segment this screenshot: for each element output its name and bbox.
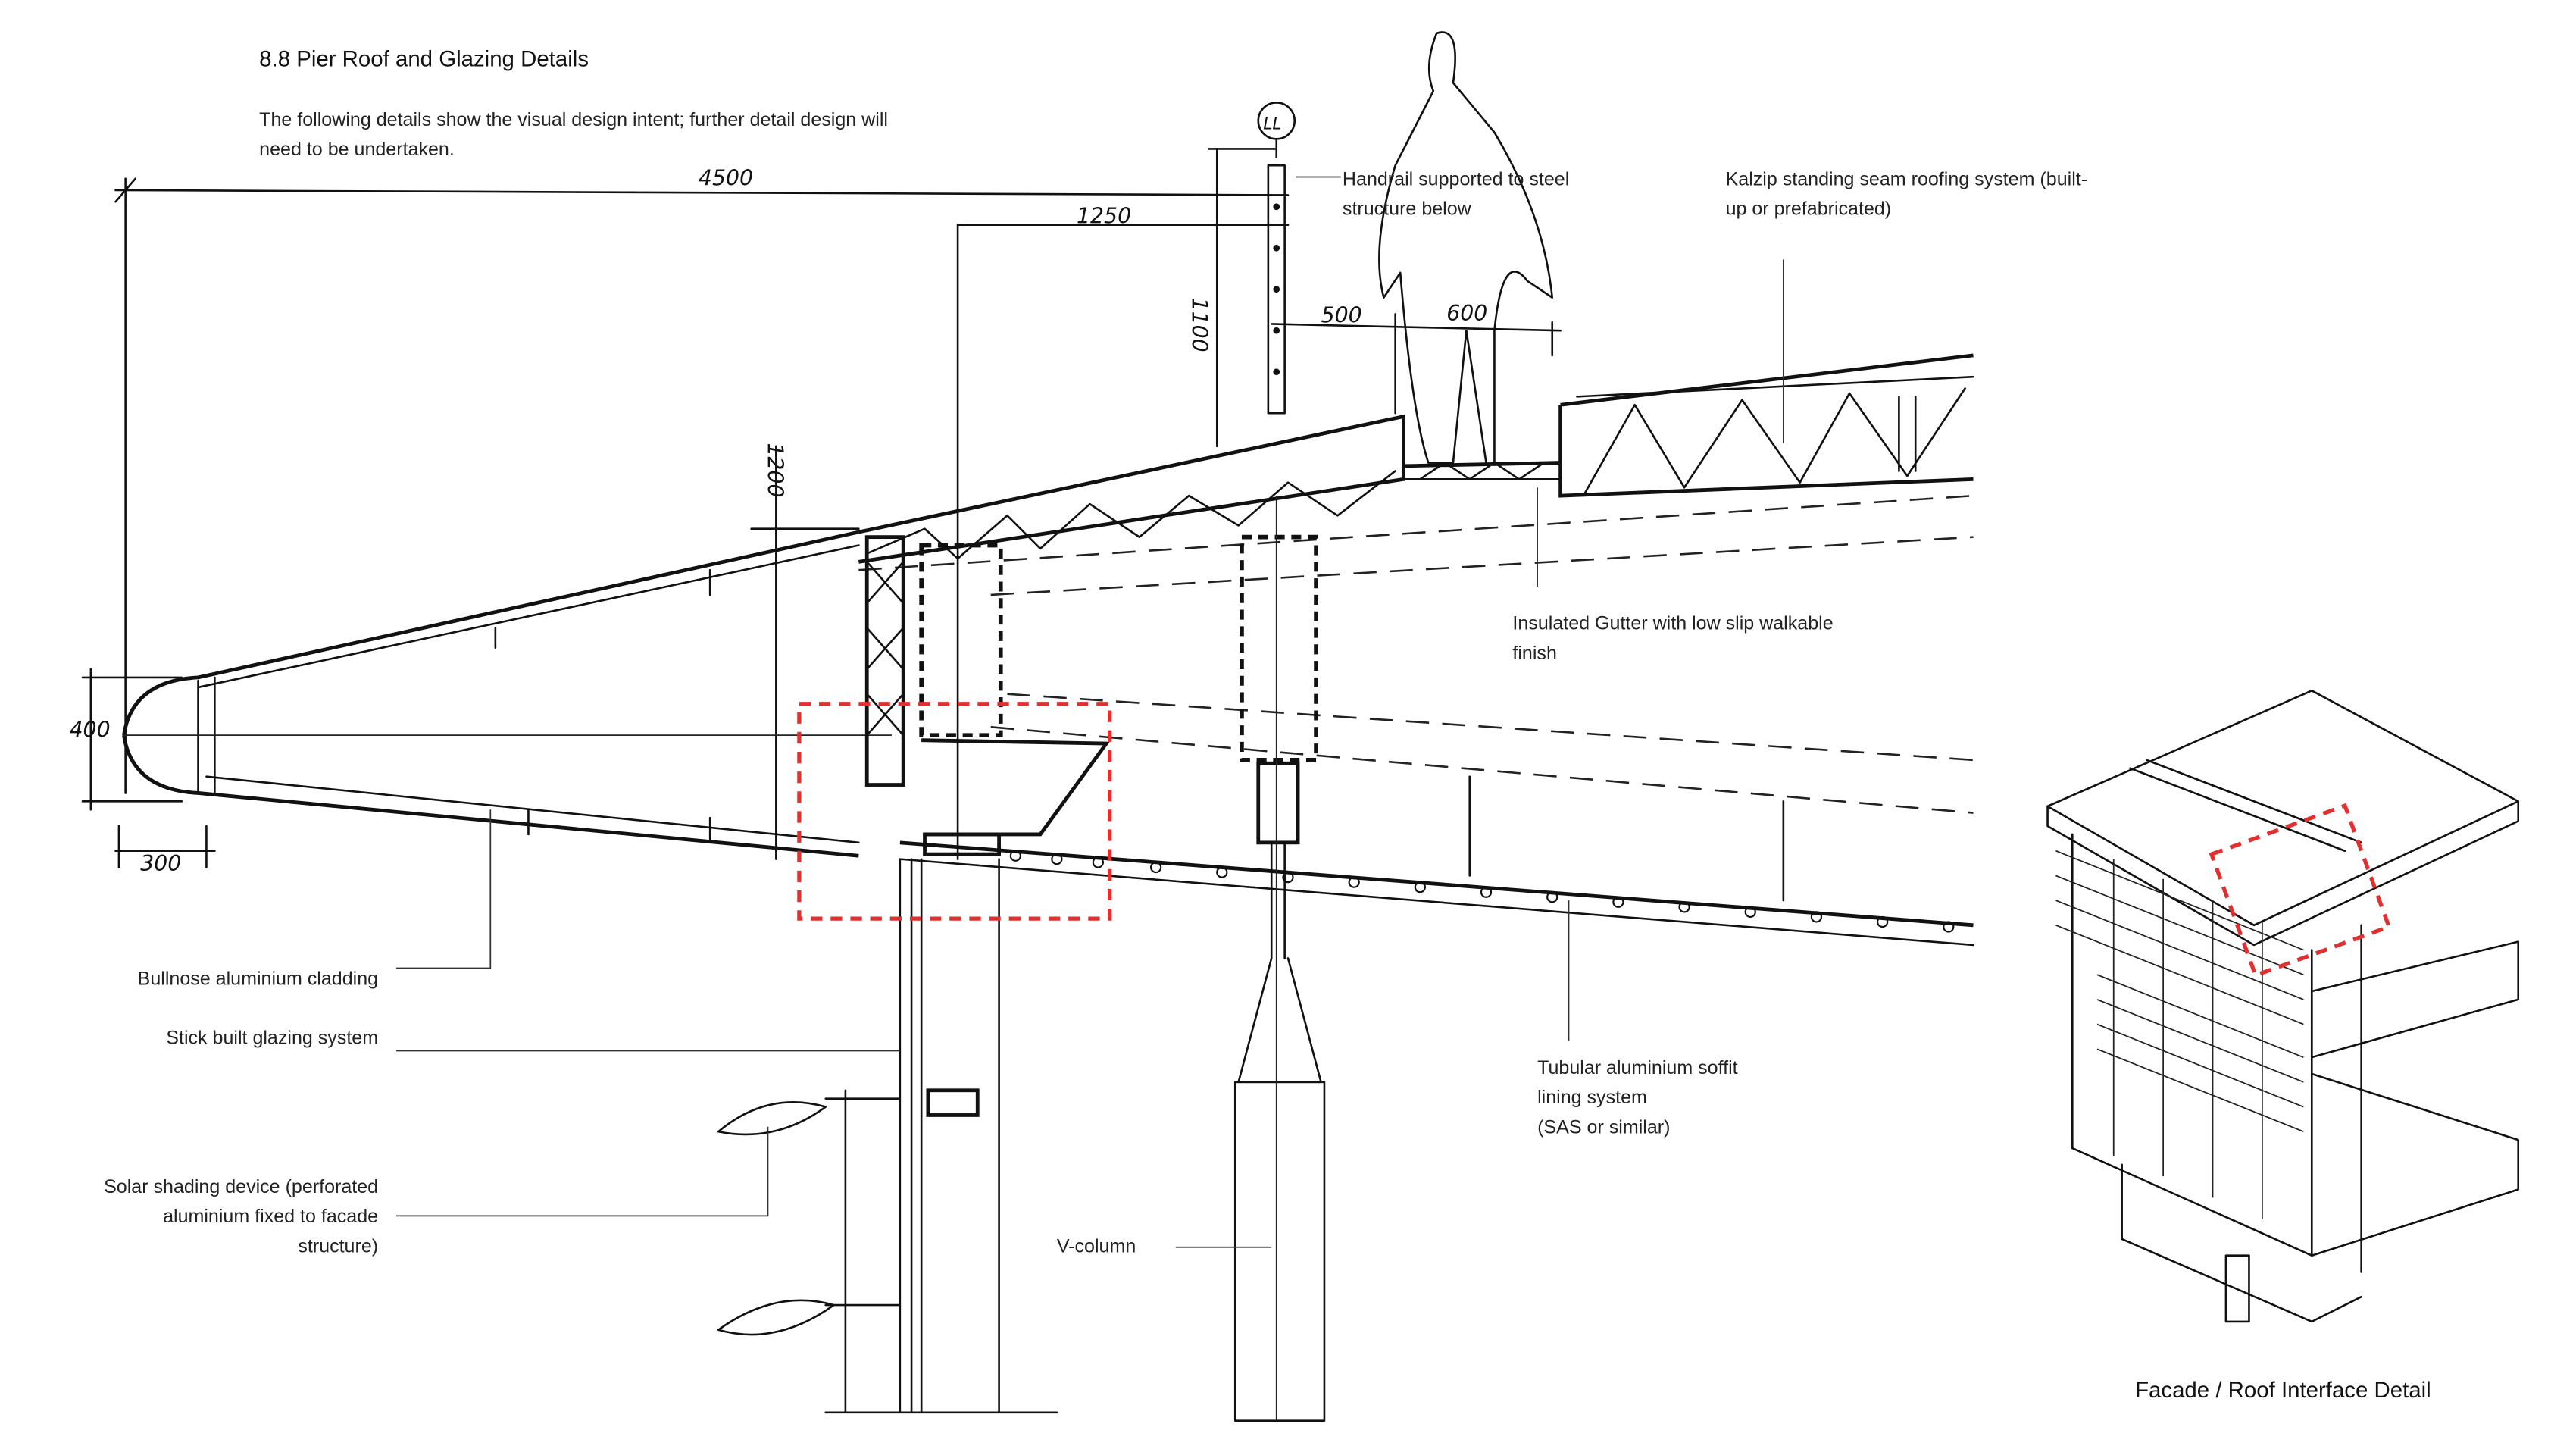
label-soffit-line3: (SAS or similar) — [1537, 1116, 1670, 1138]
roof-section — [122, 353, 1974, 947]
label-handrail-line2: structure below — [1343, 199, 1472, 220]
label-solar-line1: Solar shading device (perforated — [104, 1176, 378, 1197]
label-vcolumn: V-column — [1057, 1235, 1136, 1257]
dimension-lines — [81, 148, 1562, 868]
dimension-600: 600 — [1446, 301, 1487, 326]
dimension-1200: 1200 — [762, 443, 787, 497]
label-gutter-line2: finish — [1512, 643, 1556, 664]
label-soffit-line1: Tubular aluminium soffit — [1537, 1057, 1738, 1078]
dimension-300: 300 — [140, 851, 181, 876]
human-figure-sketch — [1378, 31, 1554, 464]
intro-text-line2: need to be undertaken. — [259, 139, 455, 160]
page-title: 8.8 Pier Roof and Glazing Details — [259, 46, 589, 71]
label-glazing: Stick built glazing system — [166, 1028, 378, 1049]
columns — [717, 496, 1326, 1422]
label-bullnose: Bullnose aluminium cladding — [138, 968, 378, 989]
inset-caption: Facade / Roof Interface Detail — [2135, 1378, 2431, 1403]
handrail-post — [1267, 164, 1286, 415]
label-soffit-line2: lining system — [1537, 1087, 1647, 1108]
dimension-1100: 1100 — [1187, 298, 1212, 352]
inset-highlight-box — [2209, 803, 2392, 978]
label-kalzip-line2: up or prefabricated) — [1726, 199, 1892, 220]
label-handrail-line1: Handrail supported to steel — [1343, 168, 1569, 189]
label-gutter-line1: Insulated Gutter with low slip walkable — [1512, 613, 1833, 634]
label-solar-line3: structure) — [298, 1235, 378, 1257]
dimension-1250: 1250 — [1077, 204, 1131, 229]
intro-text-line1: The following details show the visual de… — [259, 109, 888, 130]
dimension-4500: 4500 — [699, 165, 753, 190]
label-solar-line2: aluminium fixed to facade — [163, 1206, 378, 1227]
interface-highlight-box — [797, 702, 1112, 921]
dimension-400: 400 — [70, 717, 111, 742]
isometric-inset — [2046, 690, 2520, 1323]
level-marker-label: LL — [1263, 114, 1281, 133]
label-kalzip-line1: Kalzip standing seam roofing system (bui… — [1726, 168, 2088, 189]
level-marker — [1257, 102, 1296, 158]
dimension-500: 500 — [1321, 302, 1362, 327]
leader-lines — [396, 176, 1784, 1248]
